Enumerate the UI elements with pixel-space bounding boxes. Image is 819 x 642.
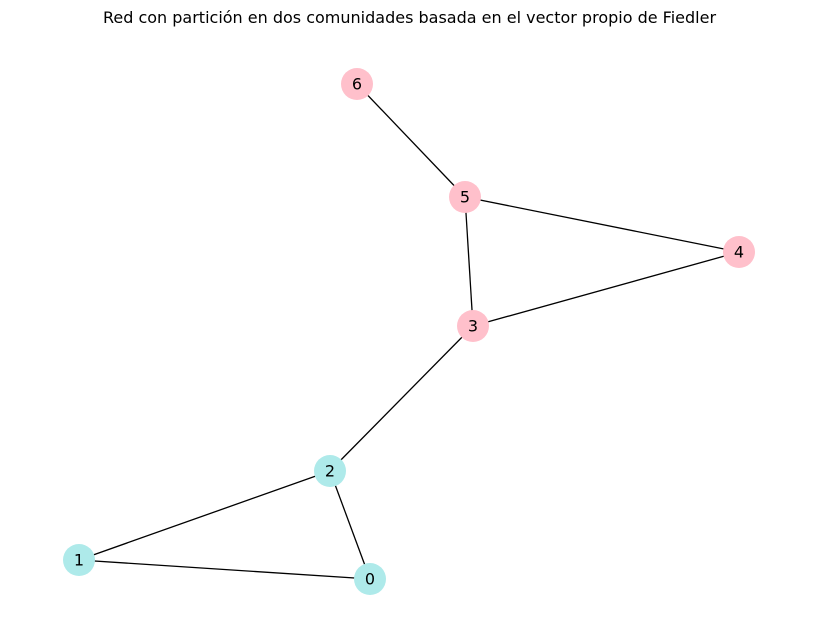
- edge-5-6: [356, 83, 466, 198]
- node-1: 1: [63, 544, 95, 576]
- node-label-0: 0: [365, 570, 375, 589]
- node-circle-3: [457, 310, 489, 342]
- node-layer: 0 1 2 3 4 5 6: [63, 68, 755, 595]
- node-2: 2: [314, 455, 346, 487]
- node-3: 3: [457, 310, 489, 342]
- node-label-1: 1: [74, 551, 84, 570]
- edge-4-5: [464, 196, 740, 253]
- edge-3-5: [464, 196, 474, 327]
- node-circle-4: [723, 236, 755, 268]
- node-label-6: 6: [352, 75, 362, 94]
- node-circle-0: [354, 563, 386, 595]
- node-6: 6: [341, 68, 373, 100]
- edge-2-3: [329, 325, 474, 472]
- edge-layer: [78, 83, 740, 580]
- node-circle-5: [449, 181, 481, 213]
- node-circle-2: [314, 455, 346, 487]
- edge-0-2: [329, 470, 371, 580]
- node-0: 0: [354, 563, 386, 595]
- edge-3-4: [472, 251, 740, 327]
- node-5: 5: [449, 181, 481, 213]
- node-circle-1: [63, 544, 95, 576]
- node-label-5: 5: [460, 188, 470, 207]
- node-label-2: 2: [325, 462, 335, 481]
- edge-1-2: [78, 470, 331, 561]
- edge-0-1: [78, 559, 371, 580]
- node-label-4: 4: [734, 243, 744, 262]
- node-label-3: 3: [468, 317, 478, 336]
- node-4: 4: [723, 236, 755, 268]
- figure-title: Red con partición en dos comunidades bas…: [102, 8, 717, 27]
- node-circle-6: [341, 68, 373, 100]
